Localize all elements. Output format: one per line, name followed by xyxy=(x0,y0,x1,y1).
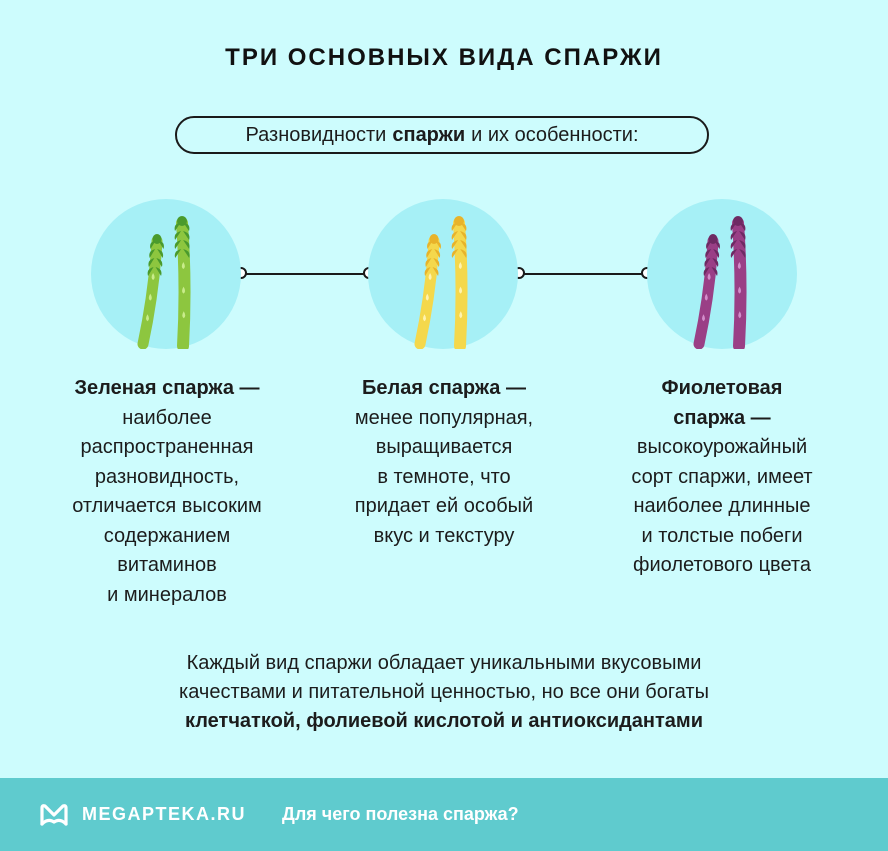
desc-line: распространенная xyxy=(80,436,254,458)
megapteka-logo-icon xyxy=(38,802,70,828)
desc-line: выращивается xyxy=(375,436,513,458)
desc-line: менее популярная, xyxy=(354,406,534,429)
desc-line: высокоурожайный xyxy=(636,436,808,458)
purple-asparagus-description: Фиолетовая спаржа — высокоурожайный сорт… xyxy=(588,374,856,581)
desc-line: сорт спаржи, имеет xyxy=(631,465,813,488)
green-asparagus-icon xyxy=(137,216,191,349)
desc-line: в темноте, что xyxy=(377,465,511,488)
subtitle-pill: Разновидности спаржи и их особенности: xyxy=(175,116,709,154)
connector-line-1 xyxy=(246,273,366,275)
subtitle-after: и их особенности: xyxy=(471,123,639,146)
desc-line: придает ей особый xyxy=(354,495,534,517)
subtitle-before: Разновидности xyxy=(245,123,387,146)
white-asparagus-icon xyxy=(414,216,468,349)
summary-text: Каждый вид спаржи обладает уникальными в… xyxy=(0,649,888,736)
subtitle-bold: спаржи xyxy=(392,123,466,146)
connector-line-2 xyxy=(523,273,643,275)
desc-line: содержанием xyxy=(103,524,231,547)
white-asparagus-circle xyxy=(368,199,518,349)
footer-bar: MEGAPTEKA.RU Для чего полезна спаржа? xyxy=(0,778,888,851)
purple-asparagus-name-1: Фиолетовая xyxy=(661,377,783,399)
desc-line: витаминов xyxy=(117,554,217,576)
desc-line: отличается высоким xyxy=(72,495,262,517)
summary-bold: клетчаткой, фолиевой кислотой и антиокси… xyxy=(184,710,704,732)
article-link[interactable]: Для чего полезна спаржа? xyxy=(282,804,519,824)
purple-asparagus-circle xyxy=(647,199,797,349)
desc-line: фиолетового цвета xyxy=(633,554,811,576)
asparagus-spear-front xyxy=(174,216,191,349)
desc-line: наиболее xyxy=(122,406,212,429)
desc-line: и минералов xyxy=(107,583,227,606)
brand-name[interactable]: MEGAPTEKA.RU xyxy=(82,804,247,824)
summary-line-2: качествами и питательной ценностью, но в… xyxy=(179,681,709,703)
asparagus-spear-back xyxy=(137,234,164,349)
desc-line: и толстые побеги xyxy=(641,524,803,547)
asparagus-spear-front xyxy=(451,216,468,349)
desc-line: наиболее длинные xyxy=(633,495,811,517)
desc-line: вкус и текстуру xyxy=(373,524,515,547)
green-asparagus-circle xyxy=(91,199,241,349)
asparagus-spear-front xyxy=(730,216,747,349)
desc-line: разновидность, xyxy=(94,465,240,488)
asparagus-spear-back xyxy=(693,234,720,349)
asparagus-spear-back xyxy=(414,234,441,349)
page-title: ТРИ ОСНОВНЫХ ВИДА СПАРЖИ xyxy=(225,44,663,71)
green-asparagus-description: Зеленая спаржа — наиболее распространенн… xyxy=(32,374,302,610)
summary-line-1: Каждый вид спаржи обладает уникальными в… xyxy=(186,652,702,674)
purple-asparagus-name-2: спаржа — xyxy=(673,406,771,429)
green-asparagus-name: Зеленая спаржа — xyxy=(74,377,260,399)
purple-asparagus-icon xyxy=(693,216,747,349)
white-asparagus-description: Белая спаржа — менее популярная, выращив… xyxy=(310,374,578,551)
white-asparagus-name: Белая спаржа — xyxy=(362,377,526,399)
